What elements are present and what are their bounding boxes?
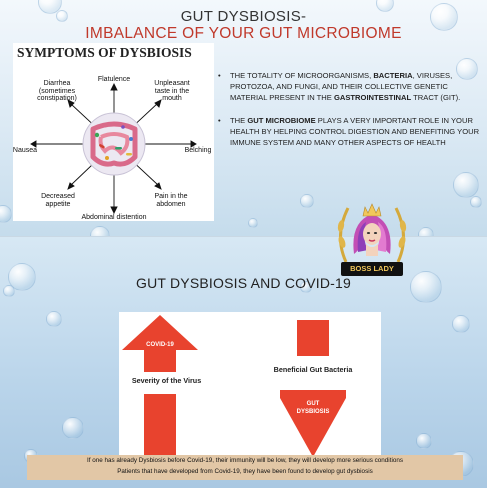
severity-caption: Severity of the Virus: [131, 376, 202, 385]
bullet-microbiome-role: • THE GUT MICROBIOME PLAYS A VERY IMPORT…: [218, 115, 480, 148]
covid-comparison-panel: COVID-19 Severity of the Virus Beneficia…: [119, 312, 381, 462]
symptom-label-belching: Belching: [184, 147, 212, 154]
arrow-up-icon: [122, 315, 198, 372]
boss-lady-label: BOSS LADY: [341, 262, 403, 276]
decor-bubble: [470, 196, 482, 208]
covid-slide-title: GUT DYSBIOSIS AND COVID-19: [136, 275, 351, 291]
decor-bubble: [248, 218, 258, 228]
decor-bubble: [430, 3, 458, 31]
bullet-text: THE TOTALITY OF MICROORGANISMS, BACTERIA…: [230, 71, 461, 102]
decor-bubble: [90, 226, 110, 236]
gut-dysbiosis-arrow-label: GUT DYSBIOSIS: [296, 401, 330, 415]
decor-bubble: [456, 58, 478, 80]
arrowhead-icon: [110, 82, 118, 91]
bullet-dot: •: [218, 116, 221, 125]
decor-bubble: [453, 172, 479, 198]
decor-bubble: [452, 315, 470, 333]
arrow-down-shaft: [297, 320, 329, 356]
symptoms-diagram-graphic: [30, 82, 197, 215]
symptoms-diagram: SYMPTOMS OF DYSBIOSIS: [13, 43, 214, 221]
slide-title-line1: GUT DYSBIOSIS-: [180, 8, 307, 25]
wreath-icon: [337, 207, 407, 263]
symptom-label-nausea: Nausea: [12, 147, 38, 154]
bullet-text: THE GUT MICROBIOME PLAYS A VERY IMPORTAN…: [230, 116, 480, 147]
decor-bubble: [300, 194, 314, 208]
symptom-label-appetite: Decreased appetite: [41, 193, 75, 208]
comparison-arrows: [122, 315, 346, 457]
decor-bubble: [62, 417, 84, 439]
arrow-up-shaft: [144, 394, 176, 457]
symptom-label-taste: Unpleasant taste in the mouth: [154, 80, 190, 102]
covid-note: If one has already Dysbiosis before Covi…: [27, 455, 463, 480]
symptom-label-flatulence: Flatulence: [97, 76, 131, 83]
covid-arrow-label: COVID-19: [146, 342, 174, 348]
decor-bubble: [46, 311, 62, 327]
decor-bubble: [418, 227, 434, 236]
bullet-dot: •: [218, 71, 221, 80]
crown-icon: [362, 203, 382, 217]
gut-bacteria-caption: Beneficial Gut Bacteria: [273, 365, 353, 374]
decor-bubble: [416, 433, 432, 449]
arrow-down-icon: [280, 390, 346, 457]
symptoms-heading: SYMPTOMS OF DYSBIOSIS: [17, 45, 192, 60]
decor-bubble: [0, 205, 12, 223]
definition-bullets: • THE TOTALITY OF MICROORGANISMS, BACTER…: [218, 70, 480, 156]
slide-title-line2: IMBALANCE OF YOUR GUT MICROBIOME: [85, 25, 402, 42]
covid-note-line2: Patients that have developed from Covid-…: [117, 468, 373, 475]
decor-bubble: [56, 10, 68, 22]
symptom-label-pain: Pain in the abdomen: [154, 193, 188, 208]
covid-note-line1: If one has already Dysbiosis before Covi…: [86, 457, 404, 464]
symptom-label-diarrhea: Diarrhea (sometimes constipation): [37, 80, 77, 102]
boss-lady-logo: [337, 203, 407, 263]
woman-portrait-icon: [353, 214, 391, 256]
bullet-microbiome-definition: • THE TOTALITY OF MICROORGANISMS, BACTER…: [218, 70, 480, 103]
symptom-label-distention: Abdominal distention: [81, 214, 147, 221]
